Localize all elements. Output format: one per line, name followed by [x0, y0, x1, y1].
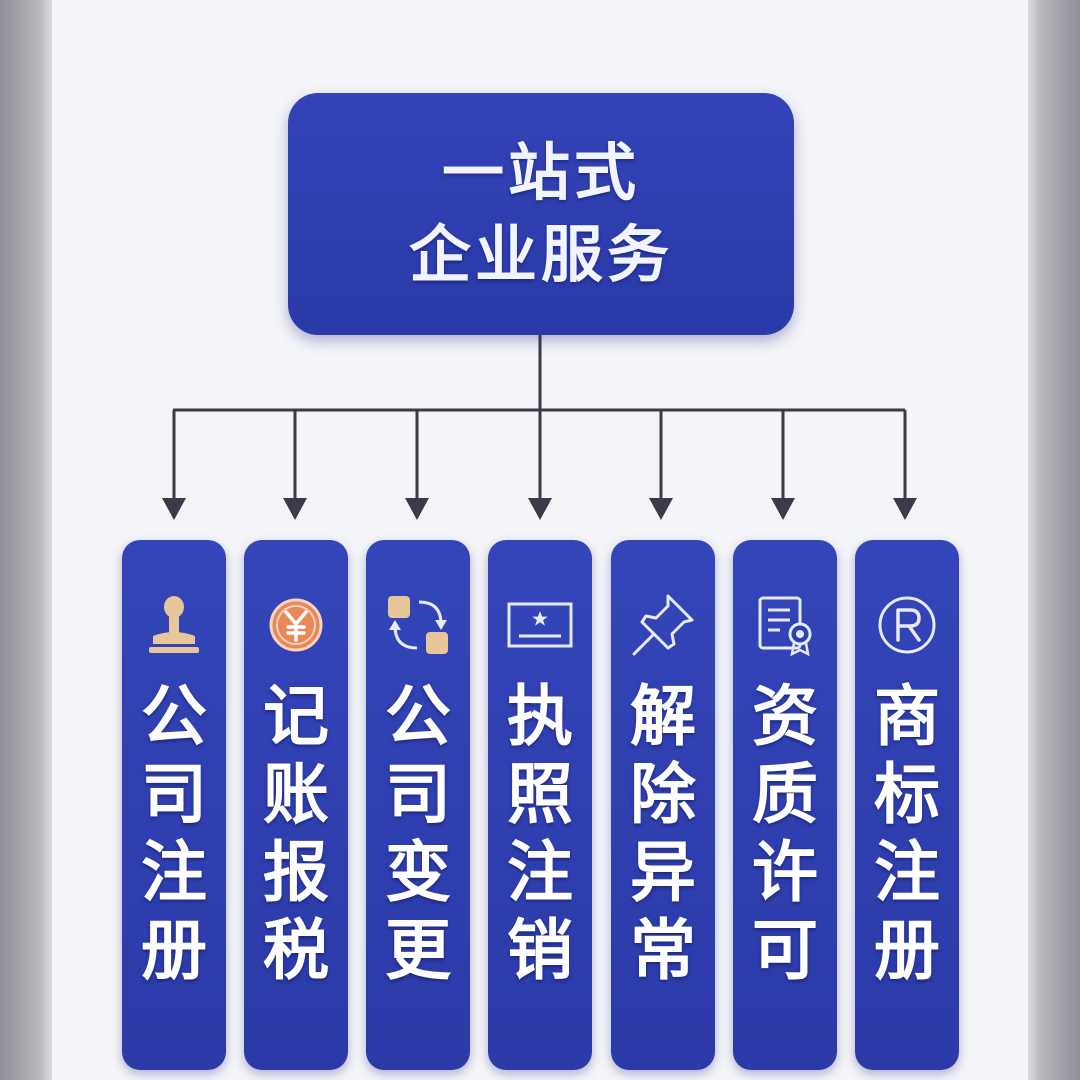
stamp-icon [139, 590, 209, 660]
registered-mark-icon [872, 590, 942, 660]
arrowhead-2 [283, 498, 307, 520]
service-label: 公司注册 [141, 678, 207, 989]
title-line-2: 企业服务 [408, 218, 673, 291]
service-label: 商标注册 [874, 678, 940, 989]
arrowhead-3 [405, 498, 429, 520]
arrowhead-4 [528, 498, 552, 520]
title-line-1: 一站式 [441, 136, 640, 209]
service-label: 执照注销 [507, 678, 573, 989]
service-label: 资质许可 [752, 678, 818, 989]
title-box: 一站式 企业服务 [288, 93, 794, 335]
arrowhead-6 [771, 498, 795, 520]
service-card-company-change: 公司变更 [366, 540, 470, 1070]
service-card-qualification-permit: 资质许可 [733, 540, 837, 1070]
service-card-company-registration: 公司注册 [122, 540, 226, 1070]
service-card-license-cancellation: 执照注销 [488, 540, 592, 1070]
pushpin-icon [628, 590, 698, 660]
swap-arrows-icon [383, 590, 453, 660]
service-card-remove-abnormal: 解除异常 [611, 540, 715, 1070]
arrowhead-5 [649, 498, 673, 520]
yen-coin-icon [261, 590, 331, 660]
service-card-trademark-registration: 商标注册 [855, 540, 959, 1070]
service-card-bookkeeping-tax: 记账报税 [244, 540, 348, 1070]
arrowhead-7 [893, 498, 917, 520]
certificate-icon [750, 590, 820, 660]
arrowhead-1 [162, 498, 186, 520]
license-frame-icon [505, 590, 575, 660]
service-label: 记账报税 [263, 678, 329, 989]
service-label: 解除异常 [630, 678, 696, 989]
service-label: 公司变更 [385, 678, 451, 989]
